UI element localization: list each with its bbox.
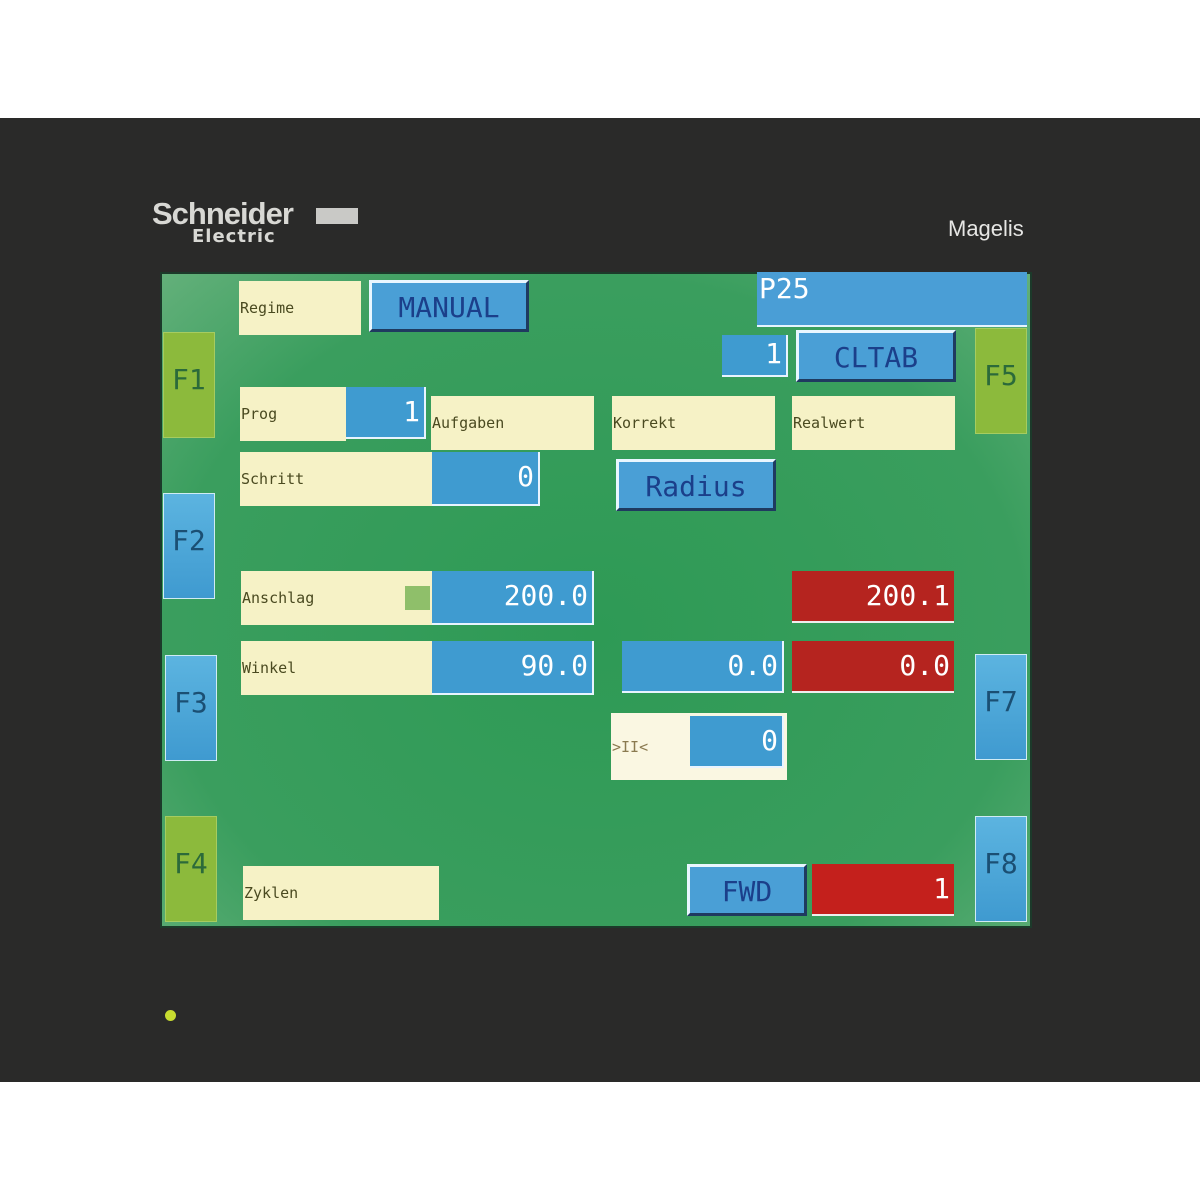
cltab-button[interactable]: CLTAB (796, 330, 956, 382)
f2-key[interactable]: F2 (163, 493, 215, 599)
f4-key[interactable]: F4 (165, 816, 217, 922)
winkel-input[interactable]: 90.0 (432, 641, 594, 695)
f5-key[interactable]: F5 (975, 328, 1027, 434)
brand-logo: Schneider (152, 196, 294, 231)
regime-button[interactable]: MANUAL (369, 280, 529, 332)
realwert-header: Realwert (792, 396, 955, 450)
f7-key[interactable]: F7 (975, 654, 1027, 760)
page-indicator: P25 (757, 272, 1027, 327)
brand-logo-sub: Electric (192, 226, 276, 247)
logo-bar (316, 208, 358, 224)
model-name: Magelis (948, 216, 1024, 241)
zyklen-counter: 1 (812, 864, 954, 916)
winkel-correction-input[interactable]: 0.0 (622, 641, 784, 693)
anschlag-actual: 200.1 (792, 571, 954, 623)
winkel-label: Winkel (241, 641, 433, 695)
winkel-actual: 0.0 (792, 641, 954, 693)
aufgaben-header: Aufgaben (431, 396, 594, 450)
schritt-label: Schritt (240, 452, 432, 506)
f3-key[interactable]: F3 (165, 655, 217, 761)
f8-key[interactable]: F8 (975, 816, 1027, 922)
anschlag-label: Anschlag (241, 571, 433, 625)
prog-input[interactable]: 1 (346, 387, 426, 439)
schritt-input[interactable]: 0 (432, 452, 540, 506)
f1-key[interactable]: F1 (163, 332, 215, 438)
zyklen-label: Zyklen (243, 866, 439, 920)
table-index-field[interactable]: 1 (722, 335, 788, 377)
korrekt-header: Korrekt (612, 396, 775, 450)
fwd-button[interactable]: FWD (687, 864, 807, 916)
prog-label: Prog (240, 387, 346, 441)
power-led-icon (165, 1010, 176, 1021)
regime-label: Regime (239, 281, 361, 335)
radius-button[interactable]: Radius (616, 459, 776, 511)
anschlag-indicator (405, 586, 430, 610)
parallel-input[interactable]: 0 (690, 716, 784, 768)
anschlag-input[interactable]: 200.0 (432, 571, 594, 625)
